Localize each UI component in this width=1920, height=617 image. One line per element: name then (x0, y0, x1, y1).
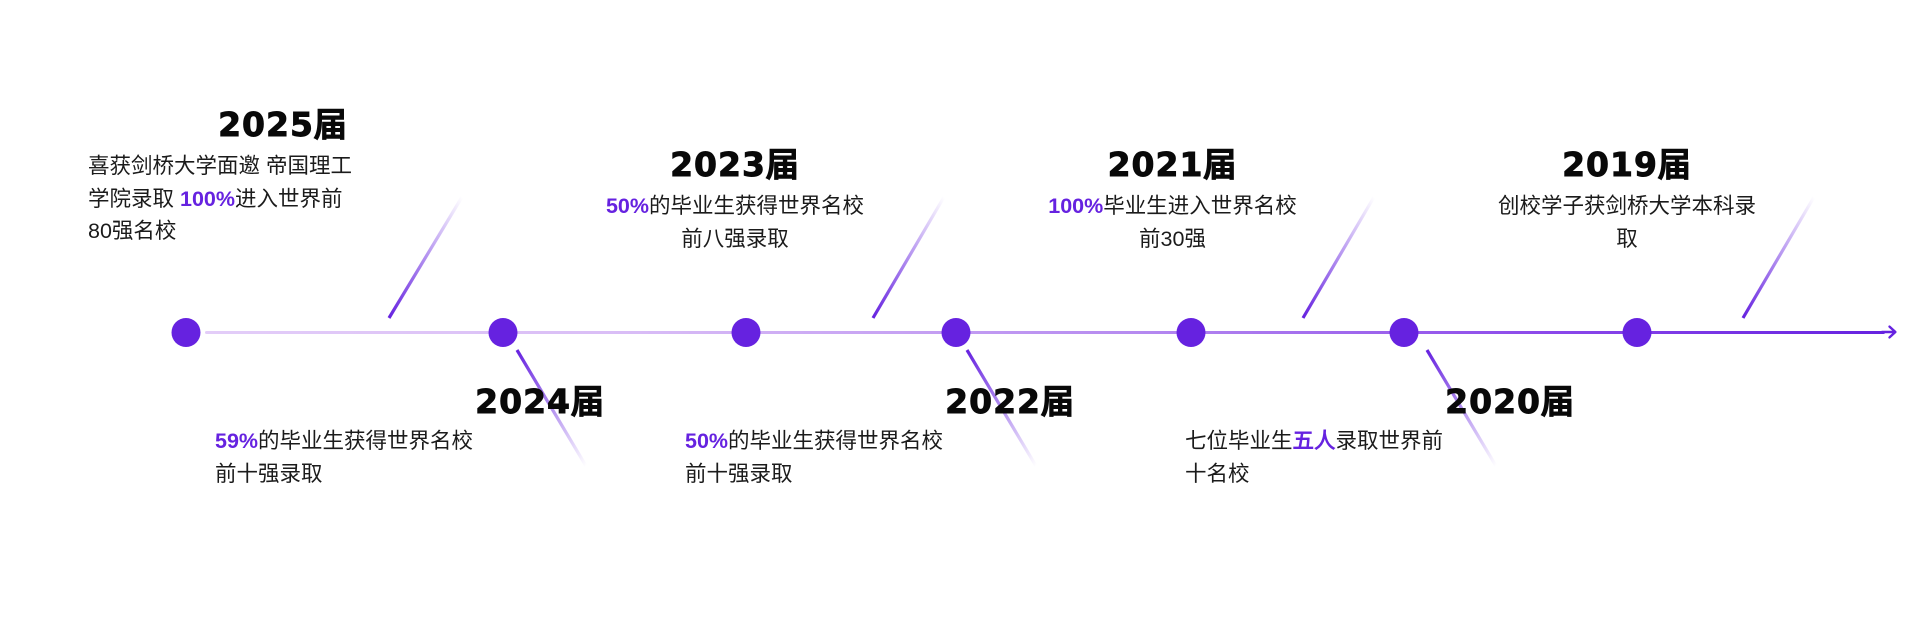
description-line: 100%毕业生进入世界名校 (985, 190, 1360, 223)
timeline-entry-2020[interactable]: 2020届 七位毕业生五人录取世界前十名校 (1185, 385, 1575, 490)
plain-text: 前十强录取 (215, 461, 323, 486)
entry-description-2023: 50%的毕业生获得世界名校前八强录取 (555, 190, 915, 255)
highlight-text: 50% (605, 194, 650, 218)
year-label-2022: 2022届 (945, 382, 1075, 421)
year-label-2020: 2020届 (1445, 382, 1575, 421)
plain-text: 前30强 (1139, 226, 1206, 251)
timeline-entry-2019[interactable]: 2019届 创校学子获剑桥大学本科录取 (1432, 148, 1822, 255)
entry-description-2024: 59%的毕业生获得世界名校前十强录取 (215, 425, 605, 490)
timeline-arrow-icon (1880, 323, 1898, 341)
timeline-dot-2019[interactable] (1622, 318, 1652, 347)
highlight-text: 100% (179, 186, 235, 211)
description-line: 学院录取 100%进入世界前 (88, 183, 478, 216)
description-line: 前十强录取 (685, 458, 1075, 491)
highlight-text: 100% (1048, 194, 1104, 218)
plain-text: 喜获剑桥大学面邀 帝国理工 (88, 154, 352, 178)
plain-text: 录取世界前 (1335, 429, 1444, 453)
timeline-entry-2021[interactable]: 2021届 100%毕业生进入世界名校前30强 (985, 148, 1360, 255)
entry-description-2021: 100%毕业生进入世界名校前30强 (985, 190, 1360, 255)
year-label-2023: 2023届 (670, 145, 800, 184)
highlight-text: 五人 (1292, 429, 1336, 453)
description-line: 喜获剑桥大学面邀 帝国理工 (88, 150, 478, 183)
timeline-dot-2025[interactable] (171, 318, 201, 347)
year-label-2025: 2025届 (218, 105, 348, 144)
description-line: 前30强 (985, 223, 1360, 256)
description-line: 七位毕业生五人录取世界前 (1185, 425, 1575, 458)
description-line: 80强名校 (88, 215, 478, 248)
plain-text: 创校学子获剑桥大学本科录 (1497, 194, 1756, 218)
year-label-2021: 2021届 (1107, 145, 1238, 184)
timeline-entry-2024[interactable]: 2024届 59%的毕业生获得世界名校前十强录取 (215, 385, 605, 490)
plain-text: 十名校 (1185, 461, 1250, 486)
timeline-dot-2021[interactable] (1176, 318, 1206, 347)
timeline-dot-2022[interactable] (941, 318, 971, 347)
timeline-axis-line (205, 331, 1885, 334)
plain-text: 的毕业生获得世界名校 (649, 194, 865, 218)
entry-description-2022: 50%的毕业生获得世界名校前十强录取 (685, 425, 1075, 490)
plain-text: 七位毕业生 (1185, 429, 1293, 453)
entry-description-2020: 七位毕业生五人录取世界前十名校 (1185, 425, 1575, 490)
timeline-dot-2020[interactable] (1389, 318, 1419, 347)
plain-text: 取 (1616, 226, 1638, 251)
year-label-2019: 2019届 (1562, 145, 1692, 184)
timeline-dot-2023[interactable] (731, 318, 761, 347)
year-label-2024: 2024届 (475, 382, 605, 421)
description-line: 前十强录取 (215, 458, 605, 491)
plain-text: 进入世界前 (234, 186, 343, 211)
plain-text: 学院录取 (88, 186, 180, 211)
description-line: 50%的毕业生获得世界名校 (685, 425, 1075, 458)
highlight-text: 59% (215, 429, 259, 453)
description-line: 59%的毕业生获得世界名校 (215, 425, 605, 458)
timeline-entry-2023[interactable]: 2023届 50%的毕业生获得世界名校前八强录取 (555, 148, 915, 255)
plain-text: 前八强录取 (681, 226, 789, 251)
plain-text: 80强名校 (88, 219, 177, 244)
entry-description-2019: 创校学子获剑桥大学本科录取 (1432, 190, 1822, 255)
description-line: 十名校 (1185, 458, 1575, 491)
plain-text: 毕业生进入世界名校 (1103, 194, 1297, 218)
plain-text: 的毕业生获得世界名校 (258, 429, 474, 453)
description-line: 创校学子获剑桥大学本科录 (1432, 190, 1822, 223)
description-line: 前八强录取 (555, 223, 915, 256)
highlight-text: 50% (685, 429, 729, 453)
description-line: 取 (1432, 223, 1822, 256)
plain-text: 的毕业生获得世界名校 (728, 429, 944, 453)
timeline-dot-2024[interactable] (488, 318, 518, 347)
description-line: 50%的毕业生获得世界名校 (555, 190, 915, 223)
plain-text: 前十强录取 (685, 461, 793, 486)
timeline-entry-2022[interactable]: 2022届 50%的毕业生获得世界名校前十强录取 (685, 385, 1075, 490)
